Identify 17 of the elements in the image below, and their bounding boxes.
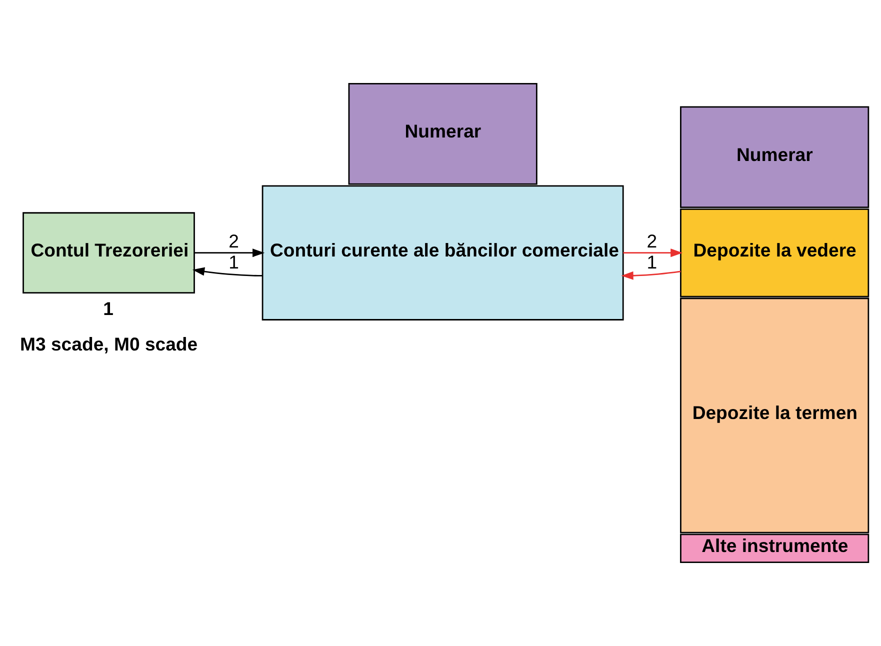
node-box: Contul Trezoreriei [22, 212, 195, 294]
label: M3 scade, M0 scade [20, 333, 198, 354]
edge-label: 1 [646, 252, 658, 273]
arrow [621, 270, 681, 280]
node-box: Depozite la termen [680, 298, 870, 534]
node-box: Alte instrumente [680, 534, 870, 563]
arrow [192, 267, 262, 276]
arrow [623, 248, 683, 258]
node-box: Conturi curente ale băncilor comerciale [262, 185, 624, 320]
arrow [194, 248, 265, 258]
edge-label: 2 [646, 230, 658, 252]
node-box: Numerar [680, 106, 870, 208]
node-box: Numerar [348, 83, 538, 185]
edge-label: 1 [228, 252, 239, 273]
edge-label: 2 [228, 230, 239, 252]
node-box: Depozite la vedere [680, 208, 870, 298]
label: 1 [103, 298, 114, 320]
